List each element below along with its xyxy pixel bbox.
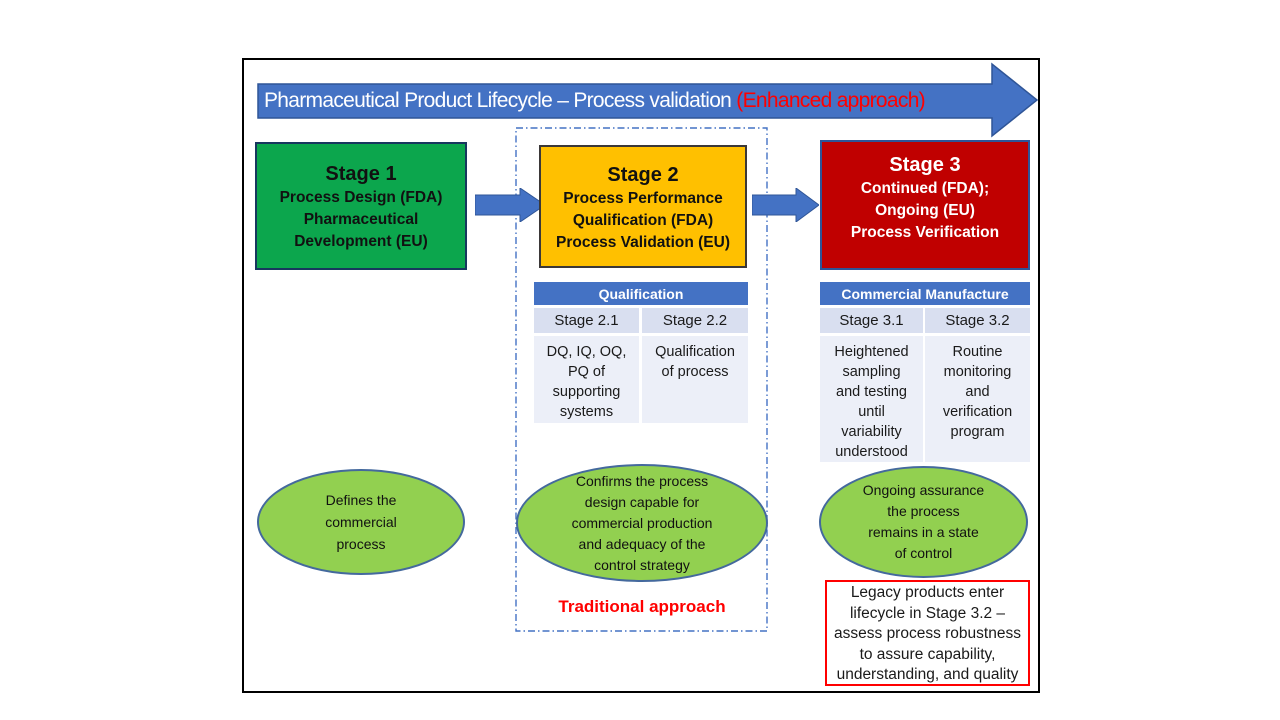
banner-title: Pharmaceutical Product Lifecycle – Proce… [264, 83, 1026, 119]
qualification-table-header: Qualification [534, 282, 748, 305]
traditional-approach-label: Traditional approach [558, 597, 726, 616]
commercial-col-stage-3-1: Stage 3.1 [820, 308, 923, 333]
stage1-box: Stage 1 Process Design (FDA)Pharmaceutic… [255, 142, 467, 270]
qualification-col-stage-2-1: Stage 2.1 [534, 308, 639, 333]
banner-title-accent: (Enhanced approach) [731, 89, 925, 112]
title-banner-arrow-icon [257, 62, 1039, 138]
qualification-col-stage-2-2: Stage 2.2 [642, 308, 748, 333]
arrow-stage1-to-stage2-icon [475, 188, 545, 222]
banner-title-main: Pharmaceutical Product Lifecycle – Proce… [264, 89, 732, 112]
stage3-box: Stage 3 Continued (FDA);Ongoing (EU)Proc… [820, 140, 1030, 270]
commercial-col-stage-3-2: Stage 3.2 [925, 308, 1030, 333]
commercial-table-header: Commercial Manufacture [820, 282, 1030, 305]
stage3-subtitle: Continued (FDA);Ongoing (EU)Process Veri… [850, 180, 1000, 241]
stage3-title: Stage 3 [889, 154, 961, 176]
arrow-stage2-to-stage3-icon [752, 188, 819, 222]
diagram-frame: Pharmaceutical Product Lifecycle – Proce… [242, 58, 1040, 693]
stage2-title: Stage 2 [607, 164, 679, 186]
stage1-title: Stage 1 [325, 163, 397, 185]
